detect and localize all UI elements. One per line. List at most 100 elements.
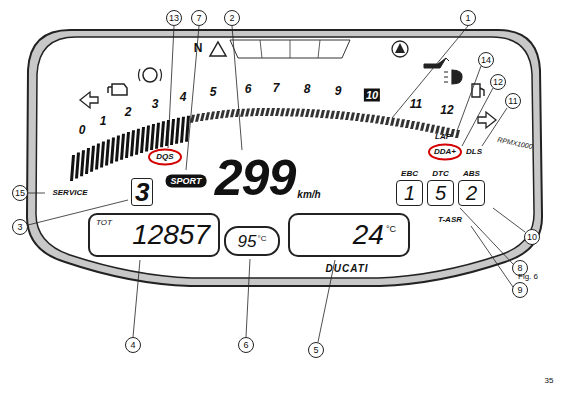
tacho-segment [270,108,275,116]
tacho-segment [135,129,140,155]
dda-indicator: DDA+ [434,148,456,156]
leader-line [28,193,45,194]
left-indicator-icon [80,92,98,108]
rpm-scale-number: 0 [79,124,86,136]
tacho-segment [320,110,325,118]
display-text: 1 [404,183,415,203]
tacho-segment [380,116,385,124]
tacho-segment [390,118,395,126]
display-text: 95 [238,233,257,250]
red-highlight-oval [429,145,461,160]
rpm-scale-number: 4 [180,91,187,103]
warning-a-triangle [395,43,405,53]
tacho-segment [340,112,345,120]
gear-box: 3 [131,178,153,206]
tacho-segment [200,113,205,121]
rpm-scale-number: 10 [364,89,380,102]
page-number: 35 [545,377,554,385]
callout-number: 4 [125,337,141,353]
display-text: °C [386,225,396,234]
display-text: 24 [353,221,384,249]
callout-number: 2 [224,10,240,26]
rpm-scale-number: 9 [335,85,342,97]
tacho-segment [80,150,85,176]
speed-unit: km/h [297,190,320,200]
tacho-segment [255,108,260,116]
quickshift-indicator: DQS [156,153,173,161]
rpm-scale-number: 7 [273,82,280,94]
callout-number: 6 [238,337,254,353]
dls-indicator: DLS [466,148,482,156]
leader-line [168,26,174,148]
tacho-segment [245,108,250,116]
tacho-segment [170,119,175,145]
abs-icon-arcs [139,69,162,81]
display-text: 12857 [132,221,210,249]
brand-logo: DUCATI [325,264,368,274]
red-highlight-oval [149,150,181,165]
callout-number: 9 [512,282,528,298]
leader-line [460,208,513,264]
tacho-segment [210,112,215,120]
tacho-segment [115,136,120,162]
tacho-segment [405,120,410,128]
tacho-segment [300,109,305,117]
leader-line [246,259,250,337]
tacho-segment [175,118,180,144]
tacho-segment [360,114,365,122]
callout-number: 14 [478,52,494,68]
display-text: DTC [432,170,448,178]
tacho-segment [290,108,295,116]
tacho-segment [195,114,200,122]
callout-number: 1 [460,10,476,26]
callout-number: 11 [505,93,521,109]
speed-readout: 299 [215,153,295,203]
tacho-segment [225,110,230,118]
tacho-segment [70,155,75,181]
callout-number: 5 [308,342,324,358]
callout-number: 3 [12,219,28,235]
tacho-segment [330,111,335,119]
leader-line [471,226,513,287]
tacho-segment [365,114,370,122]
leader-lines [28,26,525,342]
rpm-scale-number: 2 [125,106,132,118]
tacho-segment [265,108,270,116]
rpm-scale-number: 6 [245,83,252,95]
abs-icon [139,68,162,82]
tacho-segment [400,119,405,127]
shift-light-divider [260,40,320,58]
right-indicator-icon [478,112,496,128]
leader-line [462,88,493,146]
tacho-segment [100,141,105,167]
figure-number: Fig. 6 [518,273,538,281]
tacho-segment [85,148,90,174]
rpm-scale-number: 5 [210,86,217,98]
rpm-scale-number: 3 [152,98,159,110]
rpm-scale-number: 8 [304,83,311,95]
leader-line [232,26,242,150]
callout-number: 13 [166,10,182,26]
tacho-segment [420,123,425,131]
abs-box: ABS2 [458,180,485,206]
callout-number: 10 [524,229,540,245]
tacho-segment [355,113,360,121]
tacho-segment [295,109,300,117]
callout-number: 15 [12,185,28,201]
tacho-segment [430,125,435,133]
warning-a-icon [392,41,408,57]
tacho-segment [180,117,185,143]
tacho-segment [315,110,320,118]
tacho-segment [275,108,280,116]
tacho-segment [350,113,355,121]
tacho-segment [375,116,380,124]
rpm-scale-number: 12 [440,104,453,116]
display-text: TOT [96,219,112,227]
tacho-segment [155,123,160,149]
tacho-segment [215,111,220,119]
tacho-segment [305,109,310,117]
tacho-segment [310,109,315,117]
tacho-segment [395,118,400,126]
rpm-scale-number: 11 [410,98,422,110]
